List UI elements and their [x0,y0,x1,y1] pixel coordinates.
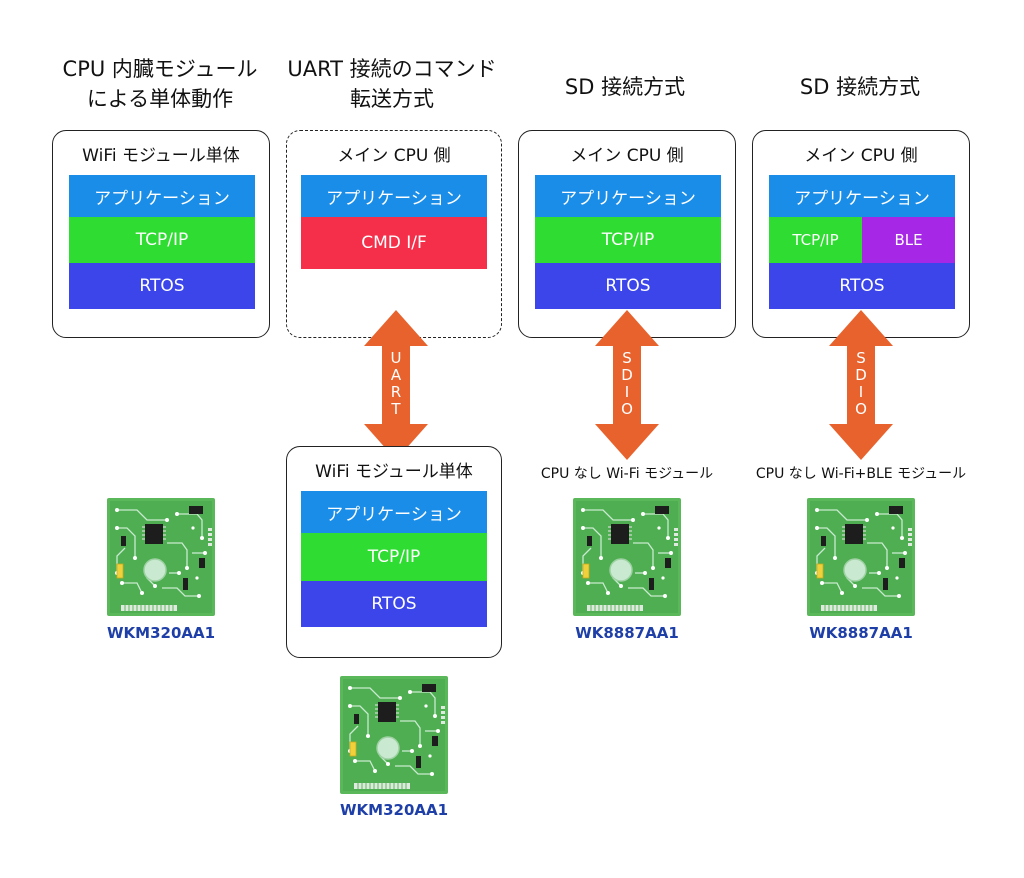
layer-rtos: RTOS [535,263,721,309]
bus-letter: R [390,383,402,401]
layer-application: アプリケーション [69,175,255,217]
layer-tcpip: TCP/IP [535,217,721,263]
layer-tcpip: TCP/IP [69,217,255,263]
frame-label: WiFi モジュール単体 [82,146,240,166]
uart-label: U A R T [386,350,406,418]
pcb-module-image [807,498,915,616]
bus-letter: S [622,349,632,367]
sdio-label: S D I O [851,350,871,418]
main-cpu-frame: メイン CPU 側 アプリケーション TCP/IP RTOS [518,130,736,338]
bus-letter: A [390,366,402,384]
part-number-label: WKM320AA1 [339,801,449,819]
column-3-title: SD 接続方式 [564,75,686,99]
frame-label: WiFi モジュール単体 [315,462,473,482]
layer-rtos: RTOS [69,263,255,309]
bus-letter: T [391,400,401,418]
layer-application: アプリケーション [301,175,487,217]
pcb-module-image [573,498,681,616]
pcb-module-image [340,676,448,794]
pcb-module-image [107,498,215,616]
part-number-label: WK8887AA1 [809,624,913,642]
part-number-label: WK8887AA1 [575,624,679,642]
layer-cmd-if: CMD I/F [301,217,487,269]
layer-tcpip: TCP/IP [301,533,487,581]
module-caption: CPU なし Wi-Fi+BLE モジュール [755,466,967,482]
column-1-title: CPU 内臓モジュール による単体動作 [62,57,258,111]
bus-letter: O [855,400,867,418]
frame-label: メイン CPU 側 [337,146,451,166]
main-cpu-frame: メイン CPU 側 アプリケーション TCP/IP BLE RTOS [752,130,970,338]
part-number-label: WKM320AA1 [106,624,216,642]
wifi-module-frame: WiFi モジュール単体 アプリケーション TCP/IP RTOS [52,130,270,338]
layer-application: アプリケーション [301,491,487,533]
column-2-title: UART 接続のコマンド 転送方式 [287,57,497,111]
layer-application: アプリケーション [769,175,955,217]
frame-label: メイン CPU 側 [570,146,684,166]
bus-letter: D [855,366,867,384]
sdio-label: S D I O [617,350,637,418]
bus-letter: I [624,383,630,401]
layer-ble: BLE [862,217,955,263]
frame-label: メイン CPU 側 [804,146,918,166]
layer-application: アプリケーション [535,175,721,217]
bus-letter: U [390,349,402,367]
bus-letter: D [621,366,633,384]
bus-letter: S [856,349,866,367]
column-4-title: SD 接続方式 [799,75,921,99]
module-caption: CPU なし Wi-Fi モジュール [540,466,714,482]
main-cpu-frame: メイン CPU 側 アプリケーション CMD I/F [286,130,502,338]
wifi-module-frame: WiFi モジュール単体 アプリケーション TCP/IP RTOS [286,446,502,658]
layer-tcpip: TCP/IP [769,217,862,263]
layer-rtos: RTOS [301,581,487,627]
bus-letter: O [621,400,633,418]
layer-rtos: RTOS [769,263,955,309]
bus-letter: I [858,383,864,401]
